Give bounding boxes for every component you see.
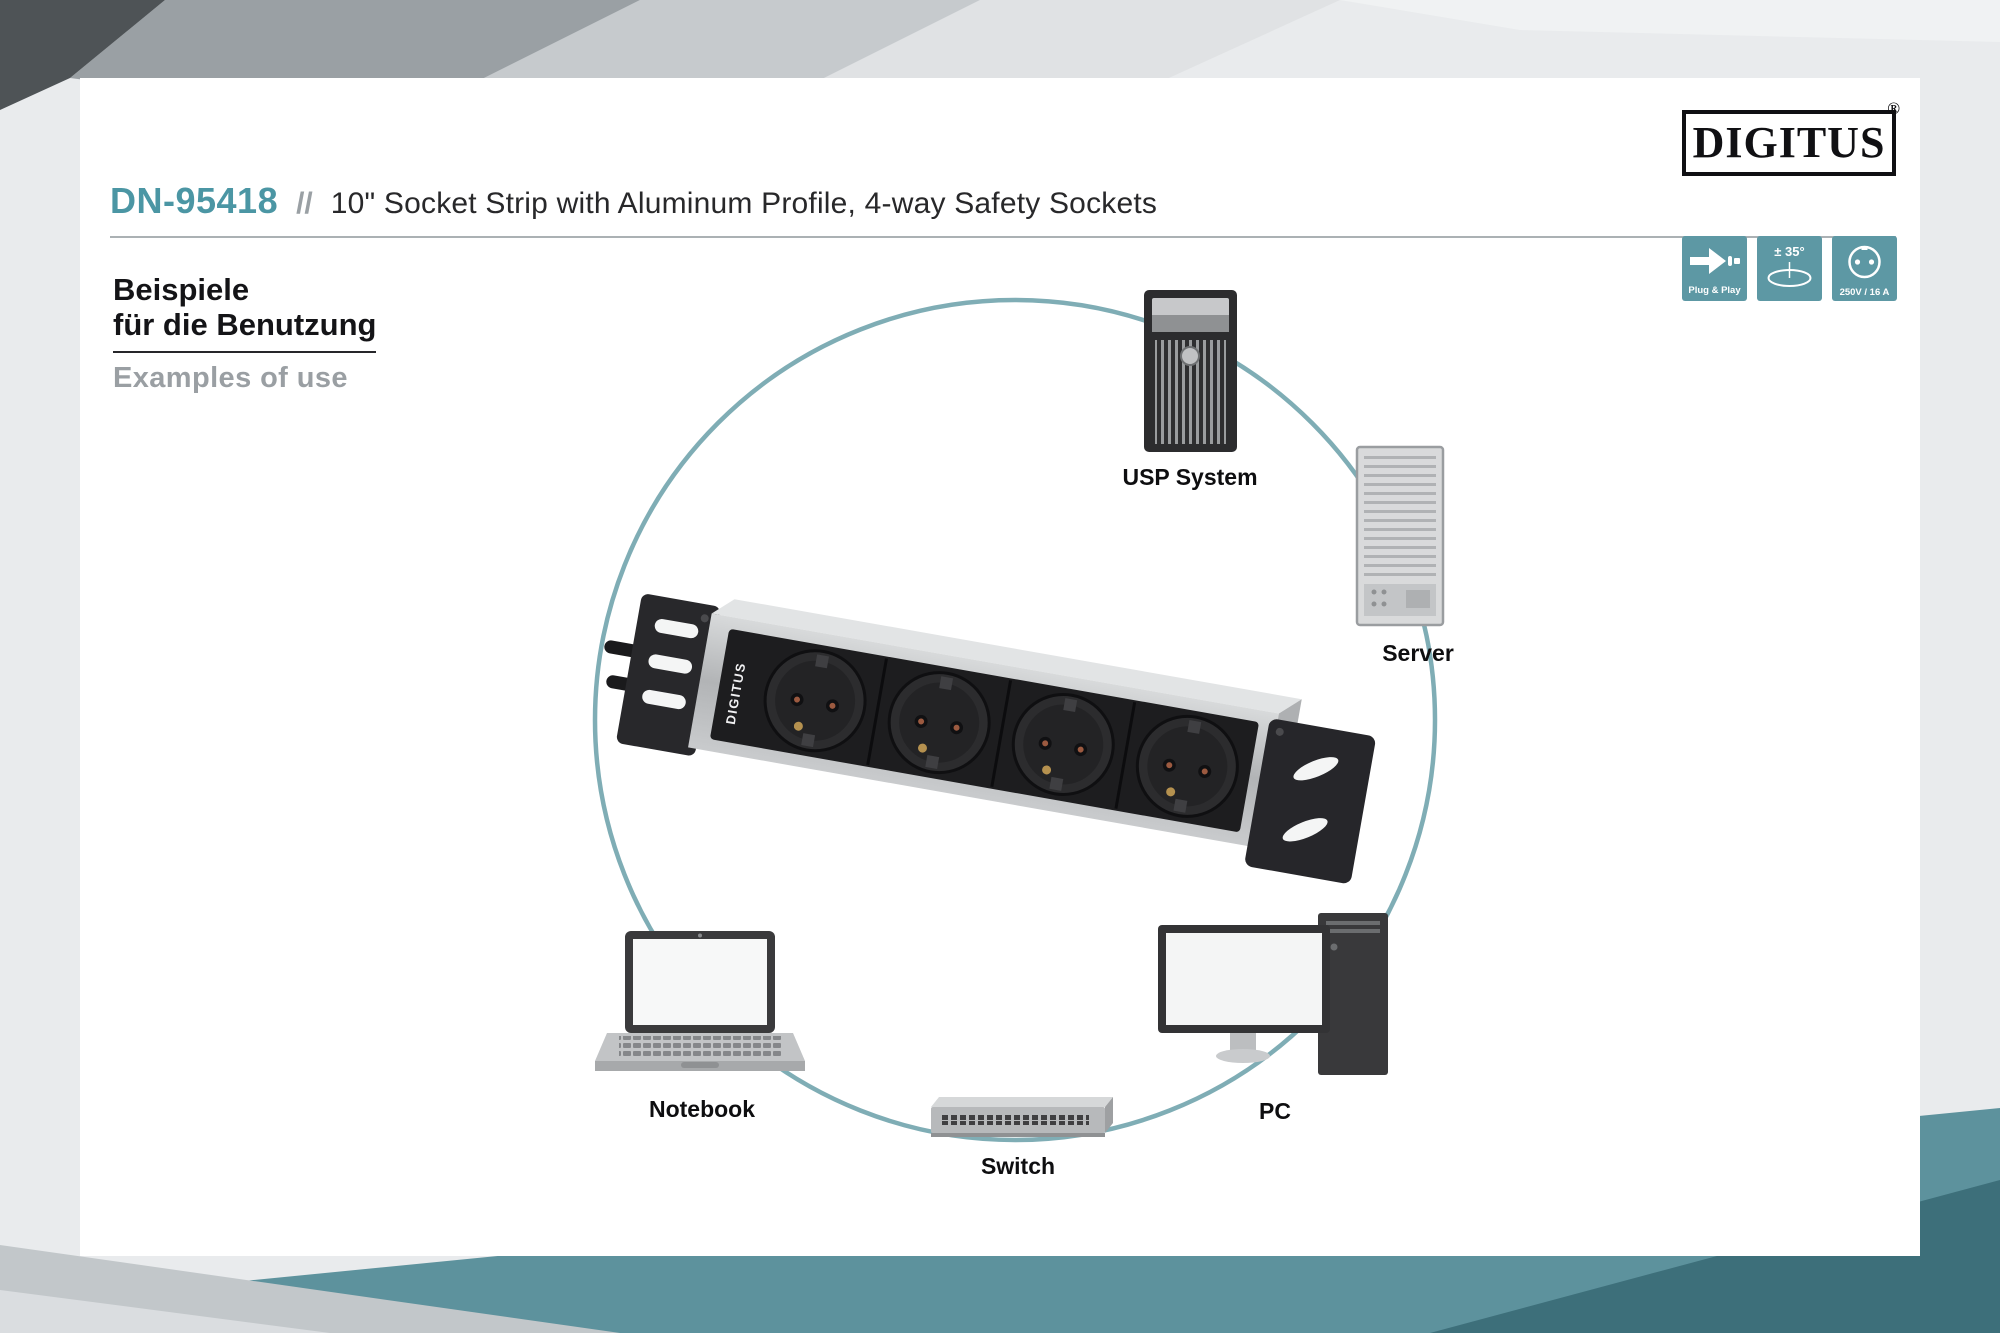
svg-text:± 35°: ± 35° bbox=[1774, 244, 1804, 259]
tilt-angle-icon: ± 35° bbox=[1767, 244, 1812, 287]
node-label-server: Server bbox=[1382, 640, 1454, 666]
svg-text:Plug & Play: Plug & Play bbox=[1688, 285, 1741, 296]
digitus-logo: DIGITUS ® bbox=[1682, 99, 1900, 176]
product-image-socket-strip: DIGITUS bbox=[604, 594, 1376, 884]
feature-badges: Plug & Play ± 35° 250V / 16 A bbox=[1682, 236, 1897, 301]
digitus-logo-text: DIGITUS bbox=[1692, 118, 1886, 167]
title-separator: // bbox=[296, 187, 313, 220]
registered-trademark-symbol: ® bbox=[1887, 99, 1900, 118]
title-rule bbox=[110, 236, 1896, 238]
badge-tilt-angle: ± 35° bbox=[1757, 236, 1822, 301]
connection-ring bbox=[592, 297, 1438, 1143]
node-label-switch: Switch bbox=[980, 1153, 1056, 1179]
node-usp-system bbox=[1138, 288, 1243, 456]
server-icon bbox=[1355, 445, 1445, 627]
title-row: DN-95418 // 10" Socket Strip with Alumin… bbox=[110, 180, 1157, 222]
svg-text:250V / 16 A: 250V / 16 A bbox=[1840, 287, 1890, 298]
node-server bbox=[1354, 444, 1449, 629]
section-heading-en: Examples of use bbox=[113, 362, 348, 394]
section-heading: Beispiele für die Benutzung Examples of … bbox=[113, 272, 377, 395]
plug-and-play-icon: Plug & Play bbox=[1688, 248, 1741, 296]
badge-power-rating: 250V / 16 A bbox=[1832, 236, 1897, 301]
switch-icon bbox=[931, 1097, 1113, 1137]
product-code: DN-95418 bbox=[110, 180, 279, 221]
node-label-pc: PC bbox=[1259, 1098, 1291, 1124]
badge-plug-and-play: Plug & Play bbox=[1682, 236, 1747, 301]
product-title: 10" Socket Strip with Aluminum Profile, … bbox=[330, 187, 1158, 220]
content-card: DIGITUS ® DN-95418 // 10" Socket Strip w… bbox=[80, 78, 1920, 1256]
section-heading-de-line2: für die Benutzung bbox=[113, 307, 377, 342]
node-pc bbox=[1158, 913, 1393, 1083]
usp-system-icon bbox=[1144, 290, 1237, 452]
section-heading-de-line1: Beispiele bbox=[113, 272, 250, 307]
pc-icon bbox=[1158, 913, 1388, 1075]
node-notebook bbox=[593, 931, 808, 1083]
node-label-usp-system: USP System bbox=[1122, 464, 1258, 490]
usage-diagram: USP System bbox=[80, 78, 1920, 1256]
section-heading-de: Beispiele für die Benutzung bbox=[113, 272, 377, 353]
notebook-icon bbox=[595, 931, 805, 1071]
node-switch bbox=[923, 1091, 1113, 1146]
node-label-notebook: Notebook bbox=[648, 1096, 756, 1122]
power-rating-icon: 250V / 16 A bbox=[1840, 245, 1890, 298]
